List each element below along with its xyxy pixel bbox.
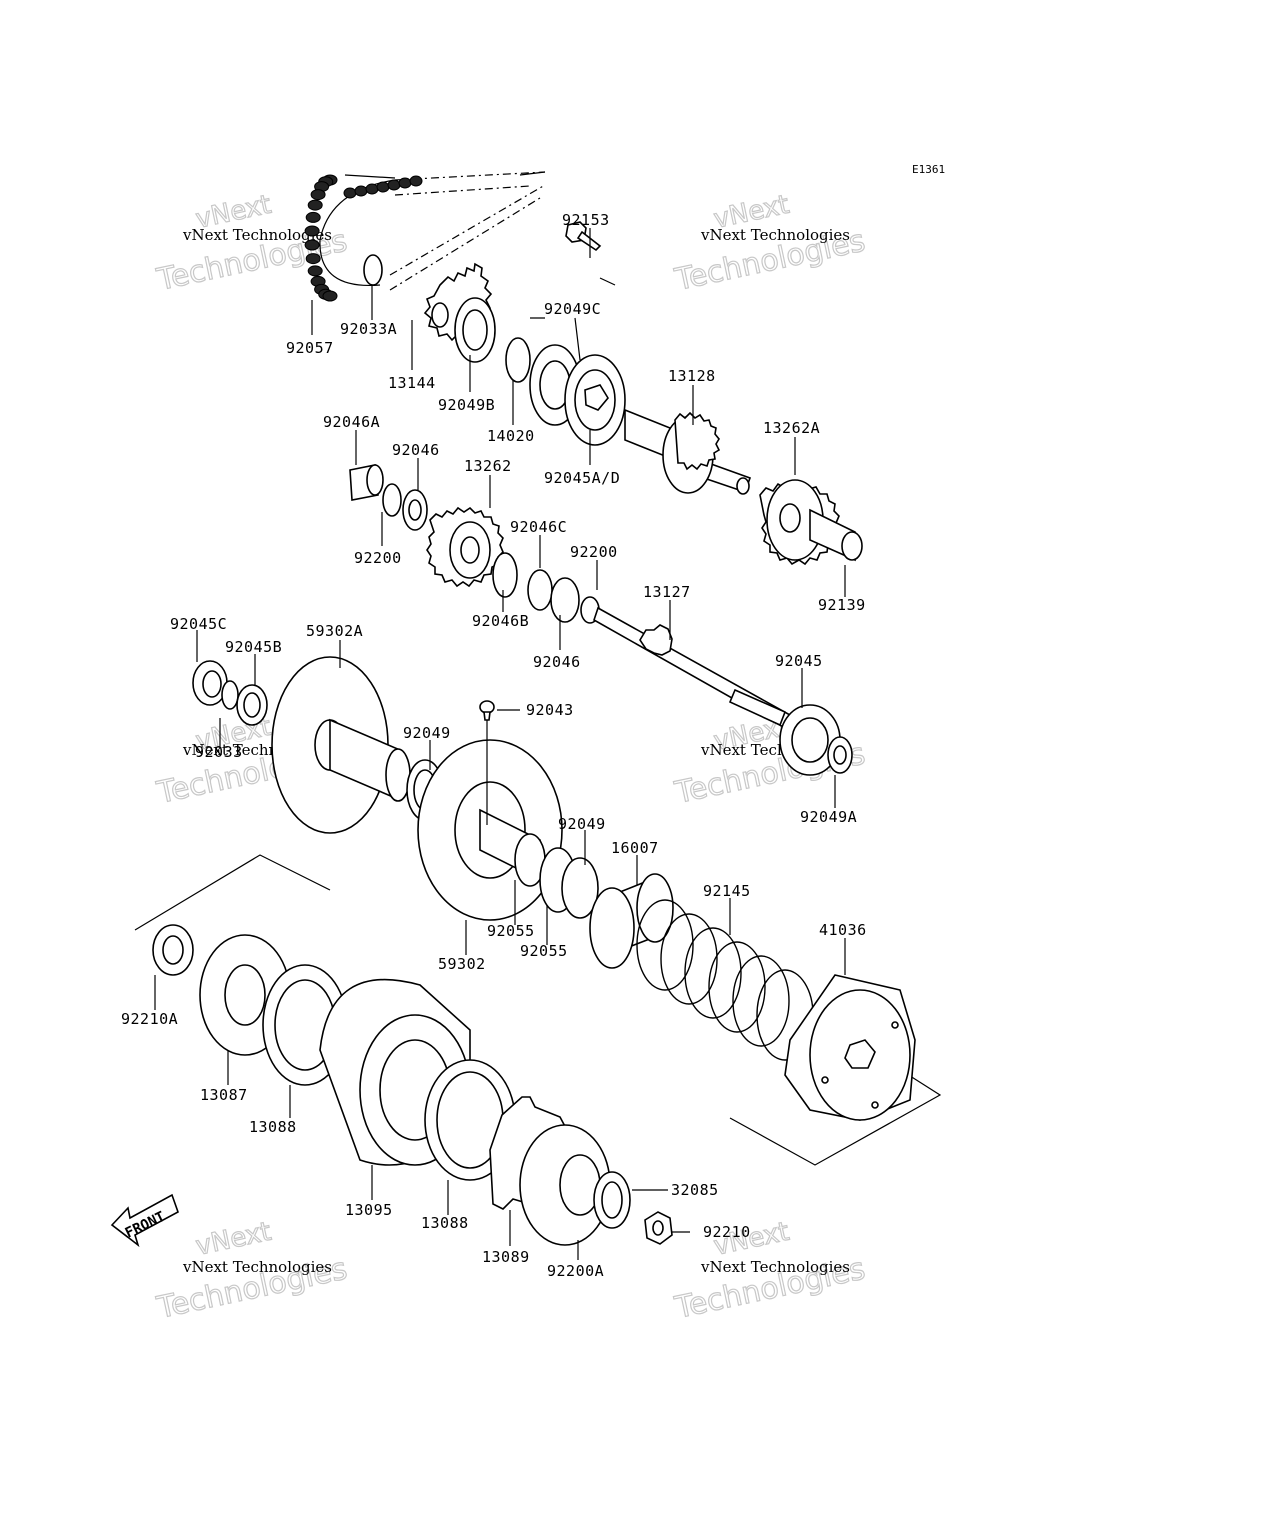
- part-label: 13262: [464, 457, 512, 475]
- svg-text:vNext Technologies: vNext Technologies: [700, 226, 850, 244]
- part-label: 13262A: [763, 419, 820, 437]
- chain-links: [304, 174, 423, 302]
- part-label: 59302: [438, 955, 486, 973]
- clutch-shoe-41036-drawing: [729, 974, 942, 1166]
- part-label: 92046C: [510, 518, 567, 536]
- part-label: 92210: [703, 1223, 751, 1241]
- sheave-59302a-drawing: [271, 656, 444, 834]
- part-label: 13127: [643, 583, 691, 601]
- part-label: 41036: [819, 921, 867, 939]
- part-label: 92210A: [121, 1010, 178, 1028]
- part-label: 92057: [286, 339, 334, 357]
- part-label: 92200: [354, 549, 402, 567]
- part-label: 13087: [200, 1086, 248, 1104]
- part-label: 92033A: [340, 320, 397, 338]
- part-label: 92055: [520, 942, 568, 960]
- bolt-92153-drawing: [565, 221, 602, 252]
- svg-text:vNext Technologies: vNext Technologies: [700, 1258, 850, 1276]
- spring-92145-drawing: [636, 899, 814, 1061]
- part-label: 92049B: [438, 396, 495, 414]
- watermark-bottom-right: vNext Technologies vNext Technologies: [671, 1216, 869, 1327]
- part-label: 92200A: [547, 1262, 604, 1280]
- part-label: 92049: [558, 815, 606, 833]
- part-label: 16007: [611, 839, 659, 857]
- part-label: 13095: [345, 1201, 393, 1219]
- svg-text:vNext: vNext: [193, 1217, 274, 1262]
- cam-16007-drawing: [589, 873, 674, 969]
- part-label: 92045A/D: [544, 469, 620, 487]
- part-label: 13088: [249, 1118, 297, 1136]
- front-arrow-icon: FRONT: [110, 1193, 179, 1248]
- sprocket-13144-drawing: [423, 262, 496, 363]
- part-label: 59302A: [306, 622, 363, 640]
- part-label: 92043: [526, 701, 574, 719]
- bearing-group-upper-drawing: [505, 337, 626, 446]
- part-label: 13088: [421, 1214, 469, 1232]
- part-label: 92049A: [800, 808, 857, 826]
- needle-bearing-group-drawing: [349, 464, 428, 531]
- watermark-top-right: vNext Technologies vNext Technologies: [671, 189, 869, 299]
- part-label: 92145: [703, 882, 751, 900]
- watermark-bottom-left: vNext Technologies vNext Technologies: [153, 1216, 351, 1327]
- svg-text:vNext Technologies: vNext Technologies: [182, 1258, 332, 1276]
- part-label: 92055: [487, 922, 535, 940]
- part-label: 92045: [775, 652, 823, 670]
- bearing-left-group-drawing: [192, 660, 268, 726]
- part-label: 92200: [570, 543, 618, 561]
- circlip-92033a-shape: [363, 254, 383, 286]
- part-label: 13144: [388, 374, 436, 392]
- sheave-59302-drawing: [417, 739, 599, 921]
- part-label: 14020: [487, 427, 535, 445]
- diagram-code: E1361: [912, 163, 945, 176]
- gear-13262a-drawing: [759, 479, 863, 566]
- part-label: 92046A: [323, 413, 380, 431]
- part-label: 92046: [533, 653, 581, 671]
- part-label: 13128: [668, 367, 716, 385]
- leader-lines: [154, 228, 846, 1260]
- bearing-92045-drawing: [779, 704, 853, 776]
- nipple-92043-drawing: [479, 700, 495, 721]
- part-label: 92033: [195, 743, 243, 761]
- drive-chain-drawing: [304, 171, 546, 302]
- part-label: 92046: [392, 441, 440, 459]
- svg-text:vNext Technologies: vNext Technologies: [182, 226, 332, 244]
- part-label: 92153: [562, 211, 610, 229]
- part-label: 92045B: [225, 638, 282, 656]
- part-label: 92045C: [170, 615, 227, 633]
- part-label: 92046B: [472, 612, 529, 630]
- gear-13262-drawing: [426, 506, 600, 624]
- part-label: 92049: [403, 724, 451, 742]
- part-label: 13089: [482, 1248, 530, 1266]
- shaft-13128-drawing: [624, 408, 752, 495]
- part-label: 32085: [671, 1181, 719, 1199]
- clutch-housing-group-drawing: [134, 854, 673, 1246]
- shaft-13127-drawing: [593, 606, 791, 730]
- part-label: 92049C: [544, 300, 601, 318]
- part-labels: 92153 92049C 92057 92033A 13144 92049B 1…: [121, 211, 867, 1280]
- part-label: 92139: [818, 596, 866, 614]
